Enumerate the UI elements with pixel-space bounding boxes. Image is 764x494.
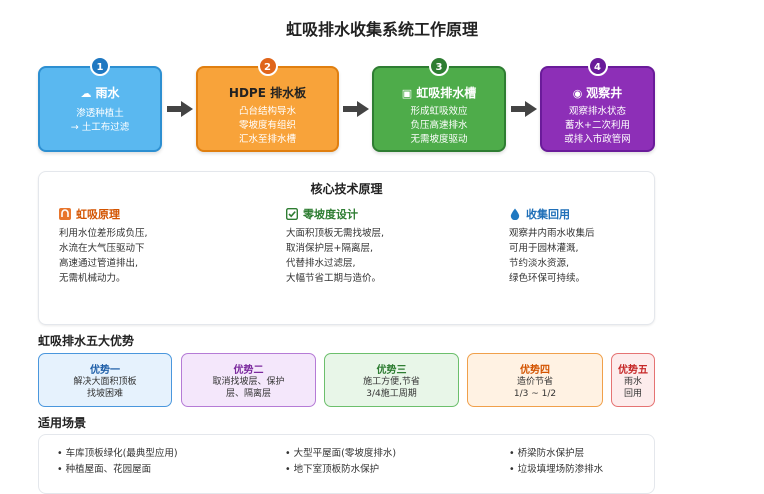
- principle-title: 收集回用: [526, 208, 570, 221]
- advantage-line: 3/4施工周期: [366, 389, 417, 399]
- advantage-title: 优势五: [618, 365, 648, 376]
- step-line: 汇水至排水槽: [238, 134, 296, 145]
- principle-line: 高速通过管道排出,: [59, 258, 139, 269]
- step-observation-well: 4 ◉观察井 观察排水状态 蓄水+二次利用 或排入市政管网: [540, 56, 655, 152]
- trough-icon: ▣: [401, 87, 413, 100]
- scenario-item: • 大型平屋面(零坡度排水): [285, 448, 397, 459]
- step-line: 或排入市政管网: [564, 134, 631, 145]
- step-line: 负压高速排水: [410, 120, 468, 131]
- principle-line: 取消保护层+隔离层,: [286, 243, 373, 254]
- advantage-line: 造价节省: [516, 377, 553, 387]
- principle-collection-reuse: 收集回用 观察井内雨水收集后 可用于园林灌溉, 节约淡水资源, 绿色环保可持续。: [509, 206, 699, 286]
- arrow-right-icon: [167, 101, 193, 117]
- step-line: → 土工布过滤: [70, 122, 130, 133]
- advantage-card: 优势五 雨水 回用: [611, 353, 655, 407]
- scenario-item: • 垃圾填埋场防渗排水: [509, 464, 604, 475]
- advantage-line: 解决大面积顶板: [73, 377, 137, 387]
- step-line: 无需坡度驱动: [410, 134, 468, 145]
- arrow-right-icon: [343, 101, 369, 117]
- advantages-heading: 虹吸排水五大优势: [38, 334, 135, 348]
- principle-line: 水流在大气压驱动下: [59, 243, 145, 254]
- step-hdpe-board: 2 HDPE 排水板 凸台结构导水 零坡度有组织 汇水至排水槽: [196, 56, 339, 152]
- step-title: HDPE 排水板: [228, 86, 307, 100]
- advantage-line: 雨水: [623, 377, 642, 387]
- step-line: 蓄水+二次利用: [565, 120, 630, 131]
- step-line: 观察排水状态: [568, 106, 626, 117]
- principle-siphon: 虹吸原理 利用水位差形成负压, 水流在大气压驱动下 高速通过管道排出, 无需机械…: [59, 206, 249, 286]
- scenario-item: • 种植屋面、花园屋面: [57, 464, 152, 475]
- principle-line: 代替排水过滤层,: [286, 258, 356, 269]
- step-line: 形成虹吸效应: [410, 106, 468, 117]
- advantage-line: 取消找坡层、保护: [212, 377, 285, 387]
- principle-line: 大面积顶板无需找坡层,: [286, 228, 385, 239]
- advantage-title: 优势二: [233, 365, 264, 376]
- advantage-title: 优势四: [520, 365, 550, 376]
- scenario-item: • 车库顶板绿化(最典型应用): [57, 448, 178, 459]
- principle-title: 虹吸原理: [76, 208, 120, 221]
- step-number-badge: 4: [587, 56, 608, 76]
- principle-line: 大幅节省工期与造价。: [286, 273, 382, 284]
- well-icon: ◉: [572, 87, 583, 100]
- arrow-right-icon: [511, 101, 537, 117]
- advantage-line: 找坡困难: [86, 389, 123, 399]
- core-title: 核心技术原理: [310, 182, 383, 196]
- step-number-badge: 2: [257, 56, 278, 76]
- advantage-line: 施工方便,节省: [363, 377, 420, 387]
- core-principles-panel: 核心技术原理 虹吸原理 利用水位差形成负压, 水流在大气压驱动下 高速通过管道排…: [38, 171, 655, 325]
- scenario-item: • 桥梁防水保护层: [509, 448, 585, 459]
- step-line: 渗透种植土: [76, 108, 124, 119]
- water-drop-icon: [510, 208, 520, 220]
- checkbox-icon: [286, 208, 298, 220]
- page-title: 虹吸排水收集系统工作原理: [285, 20, 478, 39]
- cloud-rain-icon: ☁: [80, 87, 92, 100]
- advantage-card: 优势三 施工方便,节省 3/4施工周期: [324, 353, 459, 407]
- scenario-item: • 地下室顶板防水保护: [285, 464, 380, 475]
- step-title: 雨水: [95, 86, 120, 100]
- advantage-card: 优势一 解决大面积顶板 找坡困难: [38, 353, 172, 407]
- advantage-title: 优势一: [90, 365, 120, 376]
- advantage-line: 回用: [623, 389, 642, 399]
- principle-line: 可用于园林灌溉,: [509, 243, 579, 254]
- step-siphon-trough: 3 ▣虹吸排水槽 形成虹吸效应 负压高速排水 无需坡度驱动: [372, 56, 506, 152]
- step-title: 虹吸排水槽: [416, 86, 477, 100]
- advantage-line: 1/3 ~ 1/2: [513, 389, 557, 399]
- step-number-badge: 1: [90, 56, 110, 76]
- step-number-badge: 3: [429, 56, 449, 76]
- principle-line: 绿色环保可持续。: [509, 273, 586, 284]
- principle-line: 利用水位差形成负压,: [59, 228, 148, 239]
- principle-zero-slope: 零坡度设计 大面积顶板无需找坡层, 取消保护层+隔离层, 代替排水过滤层, 大幅…: [286, 206, 476, 286]
- principle-title: 零坡度设计: [303, 208, 358, 221]
- advantage-card: 优势二 取消找坡层、保护 层、隔离层: [181, 353, 316, 407]
- principle-line: 观察井内雨水收集后: [509, 228, 595, 239]
- scenarios-panel: • 车库顶板绿化(最典型应用) • 大型平屋面(零坡度排水) • 桥梁防水保护层…: [38, 434, 655, 494]
- step-rain: 1 ☁雨水 渗透种植土 → 土工布过滤: [38, 56, 162, 152]
- advantage-title: 优势三: [376, 365, 407, 376]
- principle-line: 节约淡水资源,: [509, 258, 570, 269]
- principle-line: 无需机械动力。: [59, 273, 126, 284]
- step-line: 零坡度有组织: [238, 120, 296, 131]
- advantage-line: 层、隔离层: [225, 389, 271, 399]
- advantage-card: 优势四 造价节省 1/3 ~ 1/2: [467, 353, 603, 407]
- step-line: 凸台结构导水: [238, 106, 296, 117]
- siphon-icon: [59, 208, 71, 220]
- step-title: 观察井: [586, 86, 623, 100]
- scenarios-heading: 适用场景: [38, 416, 87, 430]
